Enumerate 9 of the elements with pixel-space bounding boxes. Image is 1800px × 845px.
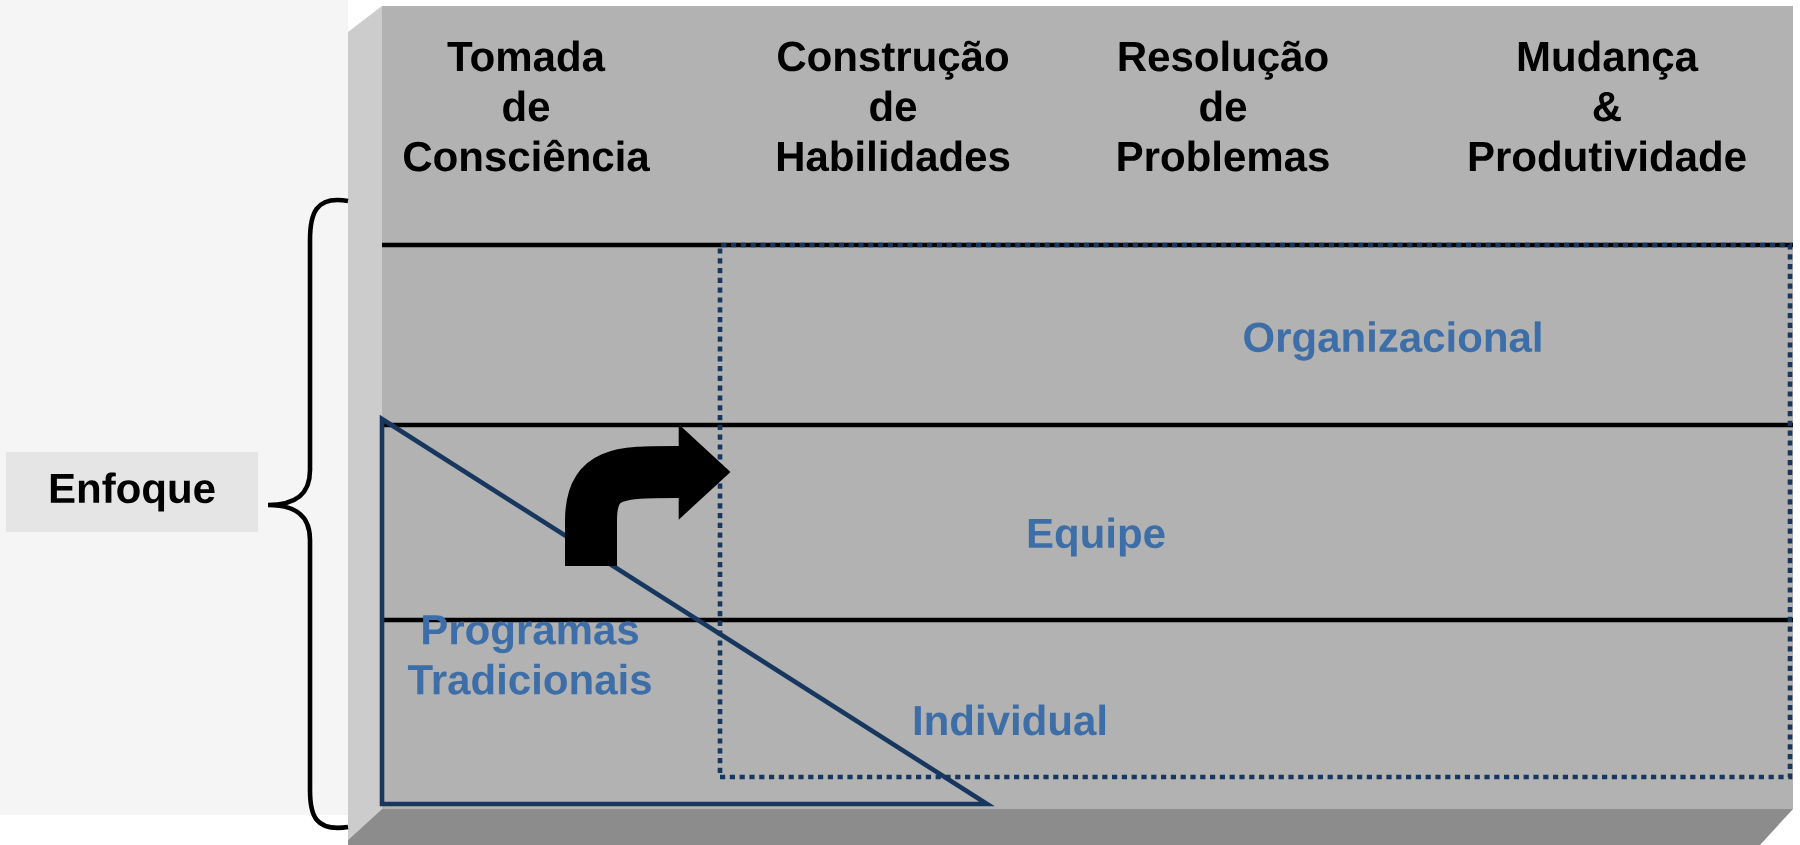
label-box: Enfoque xyxy=(6,452,258,532)
column-heading: Resolução de Problemas xyxy=(1118,40,1329,172)
column-heading: Mudança & Produtividade xyxy=(1469,40,1746,172)
column-heading: Construção de Habilidades xyxy=(777,40,1010,172)
row-label: Individual xyxy=(914,704,1106,736)
row-label: Equipe xyxy=(1028,517,1165,557)
column-heading: Tomada de Consciência xyxy=(404,40,650,172)
dotted-box xyxy=(717,242,1793,780)
row-label: Organizacional xyxy=(1244,321,1541,361)
